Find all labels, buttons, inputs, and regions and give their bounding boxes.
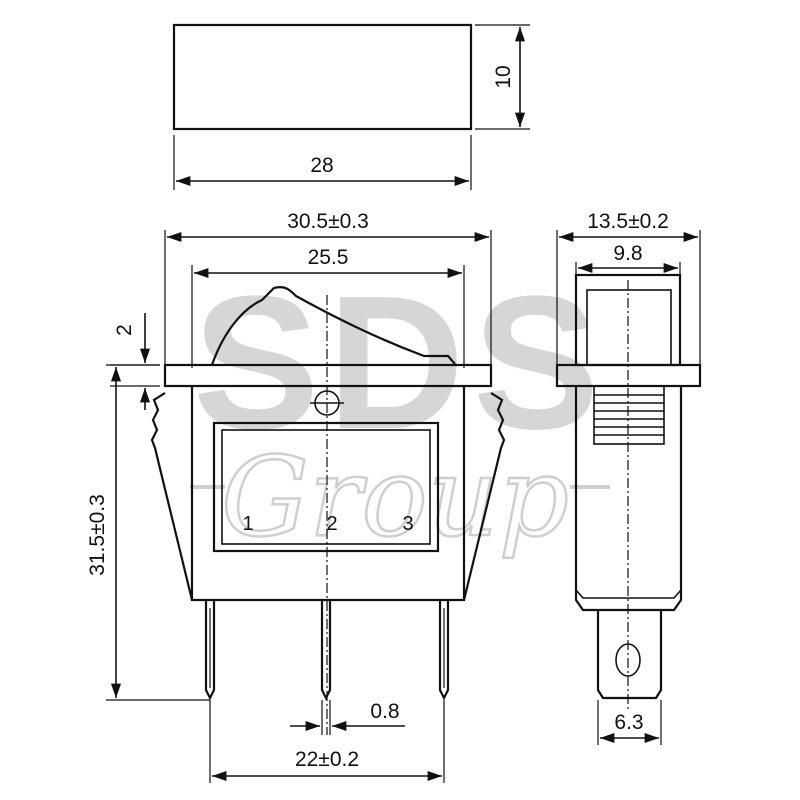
- rocker-actuator: [210, 286, 456, 366]
- dim-actuator-height: 10: [492, 65, 515, 88]
- dim-terminal-pitch: 22±0.2: [295, 748, 359, 771]
- top-view: 10 28: [172, 23, 530, 190]
- dim-actuator-width: 28: [310, 154, 333, 177]
- dim-total-height: 31.5±0.3: [86, 494, 109, 576]
- terminal-1: [204, 600, 216, 701]
- dim-terminal-width: 6.3: [614, 711, 643, 734]
- latch-left: [150, 392, 194, 601]
- dim-side-width: 13.5±0.2: [587, 210, 669, 233]
- lamp-window-inner: [221, 429, 431, 545]
- front-view: 30.5±0.3 25.5 2 1 2 3: [86, 210, 506, 783]
- side-terminal: [596, 610, 663, 700]
- terminal-2: [320, 600, 332, 701]
- dim-frame-width: 30.5±0.3: [287, 210, 369, 233]
- lamp-window-outer: [212, 421, 440, 553]
- flange: [163, 363, 493, 388]
- latch-right: [462, 392, 506, 601]
- terminal-3: [438, 600, 450, 701]
- dim-side-inner-width: 9.8: [613, 242, 642, 265]
- watermark: SDS Group: [190, 257, 610, 562]
- dim-terminal-thickness: 0.8: [370, 700, 399, 723]
- actuator-outline: [172, 23, 473, 131]
- watermark-brand: SDS: [193, 257, 608, 469]
- side-ribs: [593, 385, 665, 445]
- dim-rocker-width: 25.5: [308, 246, 349, 269]
- terminal-label-3: 3: [402, 513, 413, 535]
- switch-body: [190, 386, 466, 602]
- watermark-script: Group: [221, 433, 569, 561]
- dim-flange-thickness: 2: [113, 324, 136, 336]
- terminal-label-1: 1: [242, 513, 253, 535]
- terminal-label-2: 2: [326, 513, 337, 535]
- side-view: 13.5±0.2 9.8: [555, 210, 702, 745]
